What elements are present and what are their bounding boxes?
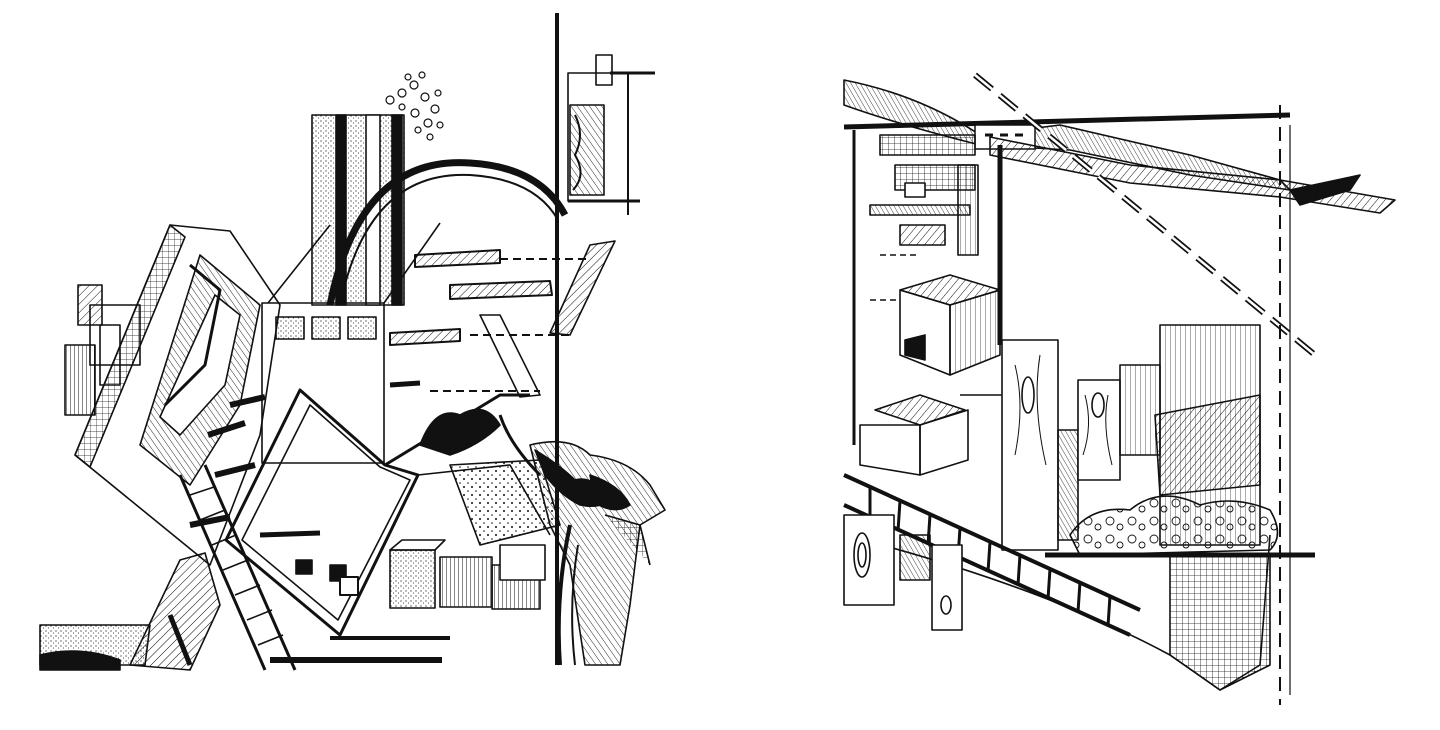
ladders	[129, 464, 297, 671]
stippled-column	[311, 114, 405, 306]
open-cube-frame	[224, 388, 551, 637]
left-architectural-collage	[30, 5, 680, 675]
bubbly-shrub	[1069, 495, 1279, 556]
right-collage-svg	[843, 72, 1396, 705]
dark-struts	[189, 394, 266, 528]
diagonal-beam	[989, 136, 1396, 214]
right-architectural-collage	[840, 65, 1410, 715]
tilted-frame	[74, 224, 281, 566]
floating-rods	[259, 249, 590, 663]
grid-base	[1169, 554, 1271, 691]
central-building	[261, 222, 441, 464]
foliage-cluster	[385, 71, 444, 141]
bottom-posts	[843, 514, 963, 631]
wall-tiles	[869, 134, 979, 301]
diagonal-plank	[549, 240, 616, 336]
arch	[326, 159, 569, 306]
curved-pipe	[556, 524, 572, 666]
isometric-box	[899, 274, 1001, 376]
top-right-tower	[567, 54, 655, 215]
hatched-block	[1154, 394, 1261, 496]
left-small-buildings	[64, 284, 141, 416]
lower-box	[859, 394, 1011, 476]
left-collage-svg	[39, 13, 666, 671]
rocky-terrain	[529, 440, 666, 666]
